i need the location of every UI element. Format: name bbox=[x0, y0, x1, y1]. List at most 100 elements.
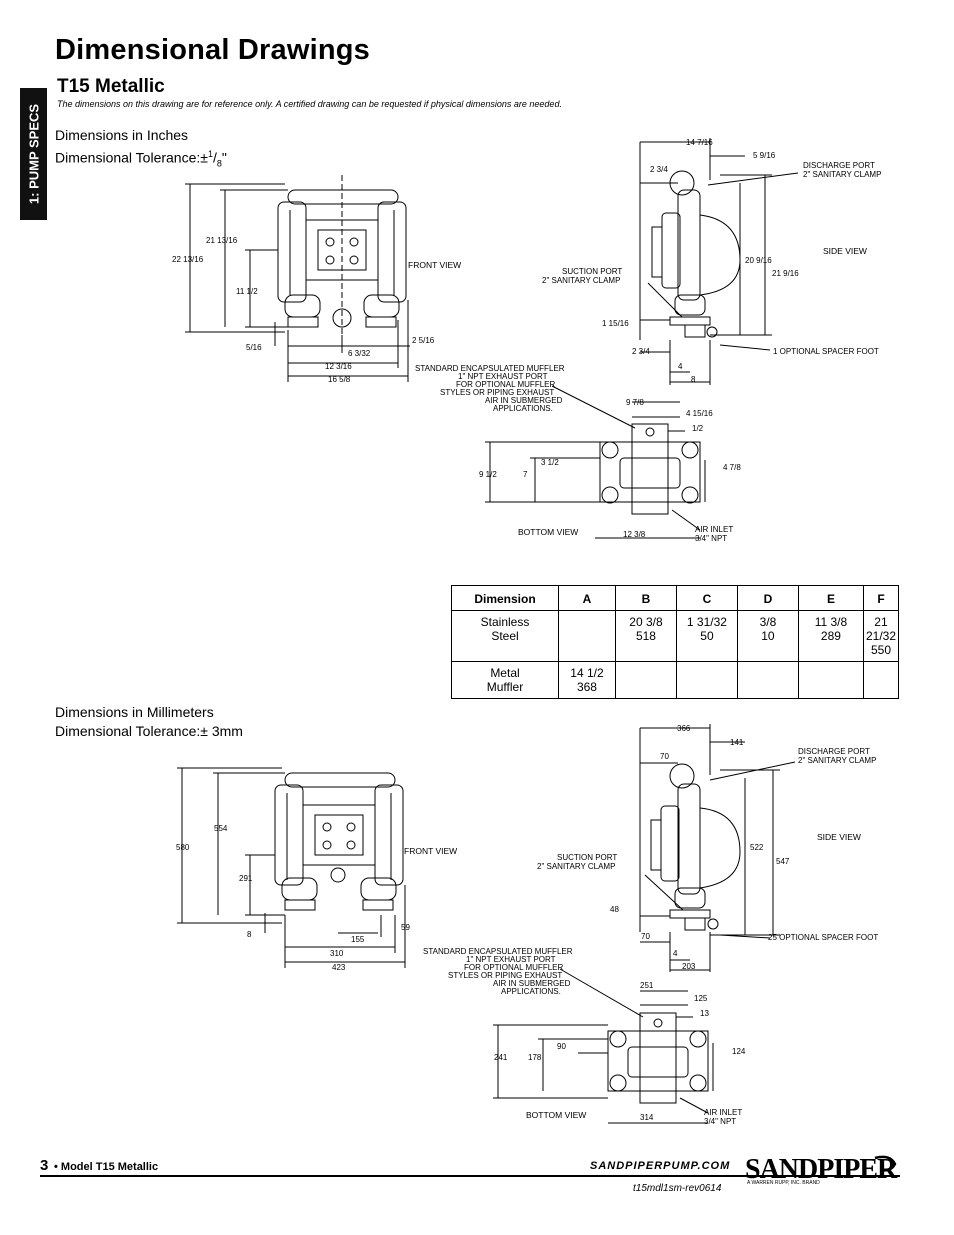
mm-side-discharge-label: DISCHARGE PORT bbox=[798, 747, 870, 756]
table-cell bbox=[736, 661, 799, 699]
mm-bottom-dim-6: 178 bbox=[528, 1053, 542, 1062]
disclaimer-text: The dimensions on this drawing are for r… bbox=[57, 99, 562, 109]
inches-front-view-drawing: 22 13/16 21 13/16 11 1/2 5/16 2 5/16 6 3… bbox=[172, 175, 461, 384]
mm-front-dim-2: 554 bbox=[214, 824, 228, 833]
mm-bottom-dim-4: 90 bbox=[557, 1042, 566, 1051]
mm-bottom-dim-5: 241 bbox=[494, 1053, 508, 1062]
inches-side-dim-6: 1 15/16 bbox=[602, 319, 629, 328]
mm-front-dim-1: 580 bbox=[176, 843, 190, 852]
mm-bottom-view-label: BOTTOM VIEW bbox=[526, 1110, 586, 1120]
mm-front-dim-6: 155 bbox=[351, 935, 365, 944]
mm-side-dim-1: 366 bbox=[677, 724, 691, 733]
inches-muffler-line-4: STYLES OR PIPING EXHAUST bbox=[440, 388, 554, 397]
mm-side-dim-2: 141 bbox=[730, 738, 744, 747]
table-header-cell: F bbox=[862, 585, 900, 611]
mm-muffler-line-1: STANDARD ENCAPSULATED MUFFLER bbox=[423, 947, 573, 956]
inches-front-dim-6: 6 3/32 bbox=[348, 349, 371, 358]
mm-side-dim-4: 522 bbox=[750, 843, 764, 852]
inches-muffler-line-5: AIR IN SUBMERGED bbox=[485, 396, 563, 405]
mm-side-dim-8: 4 bbox=[673, 949, 678, 958]
table-cell bbox=[862, 661, 900, 699]
inches-front-dim-8: 16 5/8 bbox=[328, 375, 351, 384]
inches-front-dim-5: 2 5/16 bbox=[412, 336, 435, 345]
table-cell bbox=[557, 610, 616, 662]
inches-bottom-dim-6: 7 bbox=[523, 470, 528, 479]
mm-front-dim-8: 423 bbox=[332, 963, 346, 972]
logo-tagline: A WARREN RUPP, INC. BRAND bbox=[747, 1180, 820, 1186]
inches-side-view-label: SIDE VIEW bbox=[823, 246, 867, 256]
mm-side-suction-label-2: 2" SANITARY CLAMP bbox=[537, 862, 615, 871]
section-side-tab: 1: PUMP SPECS bbox=[20, 88, 47, 220]
section-side-tab-label: 1: PUMP SPECS bbox=[26, 103, 41, 205]
table-header-cell: Dimension bbox=[451, 585, 559, 611]
inches-side-spacer-label: 1 OPTIONAL SPACER FOOT bbox=[773, 347, 879, 356]
page-number: 3 bbox=[40, 1157, 49, 1174]
sandpiper-logo-text: SANDPIPER bbox=[745, 1154, 898, 1184]
page-subtitle: T15 Metallic bbox=[57, 76, 165, 97]
inches-muffler-line-6: APPLICATIONS. bbox=[493, 404, 553, 413]
table-header-cell: C bbox=[675, 585, 738, 611]
table-cell bbox=[675, 661, 738, 699]
inches-front-view-label: FRONT VIEW bbox=[408, 260, 461, 270]
inches-tolerance: Dimensional Tolerance:±1/8" bbox=[55, 149, 227, 169]
mm-side-view-label: SIDE VIEW bbox=[817, 832, 861, 842]
mm-heading-block: Dimensions in Millimeters Dimensional To… bbox=[55, 703, 243, 741]
inches-bottom-dim-3: 1/2 bbox=[692, 424, 704, 433]
mm-front-dim-4: 8 bbox=[247, 930, 252, 939]
inches-bottom-dim-4: 3 1/2 bbox=[541, 458, 559, 467]
inches-muffler-line-1: STANDARD ENCAPSULATED MUFFLER bbox=[415, 364, 565, 373]
mm-tolerance: Dimensional Tolerance:± 3mm bbox=[55, 723, 243, 739]
mm-front-view-label: FRONT VIEW bbox=[404, 846, 457, 856]
mm-side-dim-3: 70 bbox=[660, 752, 669, 761]
mm-bottom-dim-1: 251 bbox=[640, 981, 654, 990]
inches-front-dim-2: 21 13/16 bbox=[206, 236, 238, 245]
mm-muffler-line-2: 1" NPT EXHAUST PORT bbox=[466, 955, 556, 964]
sandpiper-logo: SANDPIPER bbox=[745, 1154, 899, 1184]
inches-bottom-dim-8: 12 3/8 bbox=[623, 530, 646, 539]
inches-side-dim-9: 8 bbox=[691, 375, 696, 384]
inches-side-dim-2: 5 9/16 bbox=[753, 151, 776, 160]
mm-bottom-dim-2: 125 bbox=[694, 994, 708, 1003]
table-header-row: Dimension A B C D E F bbox=[451, 585, 900, 611]
inches-muffler-line-3: FOR OPTIONAL MUFFLER bbox=[456, 380, 555, 389]
inches-front-dim-1: 22 13/16 bbox=[172, 255, 204, 264]
mm-front-dim-5: 59 bbox=[401, 923, 410, 932]
inches-air-inlet-label-2: 3/4" NPT bbox=[695, 534, 727, 543]
table-header-cell: A bbox=[557, 585, 616, 611]
mm-bottom-dim-7: 124 bbox=[732, 1047, 746, 1056]
mm-side-dim-7: 70 bbox=[641, 932, 650, 941]
inches-side-suction-label: SUCTION PORT bbox=[562, 267, 622, 276]
mm-muffler-line-6: APPLICATIONS. bbox=[501, 987, 561, 996]
inches-front-dim-7: 12 3/16 bbox=[325, 362, 352, 371]
mm-side-suction-label: SUCTION PORT bbox=[557, 853, 617, 862]
inches-bottom-muffler-label: STANDARD ENCAPSULATED MUFFLER 1" NPT EXH… bbox=[415, 364, 565, 413]
inches-bottom-view-drawing: STANDARD ENCAPSULATED MUFFLER 1" NPT EXH… bbox=[415, 364, 741, 543]
mm-bottom-dim-8: 314 bbox=[640, 1113, 654, 1122]
inches-front-dim-3: 11 1/2 bbox=[236, 287, 258, 296]
footer-website: SANDPIPERPUMP.COM bbox=[590, 1160, 731, 1172]
table-header-cell: D bbox=[736, 585, 799, 611]
mm-side-dim-9: 203 bbox=[682, 962, 696, 971]
mm-side-view-drawing: 366 141 70 522 547 48 70 4 203 DISCHARGE… bbox=[537, 724, 878, 972]
mm-muffler-line-3: FOR OPTIONAL MUFFLER bbox=[464, 963, 563, 972]
page-title: Dimensional Drawings bbox=[55, 34, 371, 66]
inches-side-suction-label-2: 2" SANITARY CLAMP bbox=[542, 276, 620, 285]
mm-front-dim-7: 310 bbox=[330, 949, 344, 958]
mm-side-dim-6: 48 bbox=[610, 905, 619, 914]
footer-rule bbox=[40, 1175, 900, 1177]
inches-side-dim-8: 4 bbox=[678, 362, 683, 371]
inches-side-dim-7: 2 3/4 bbox=[632, 347, 650, 356]
mm-front-view-drawing: 580 554 291 8 59 155 310 423 FRONT VIEW bbox=[176, 767, 457, 972]
inches-side-dim-1: 14 7/16 bbox=[686, 138, 713, 147]
